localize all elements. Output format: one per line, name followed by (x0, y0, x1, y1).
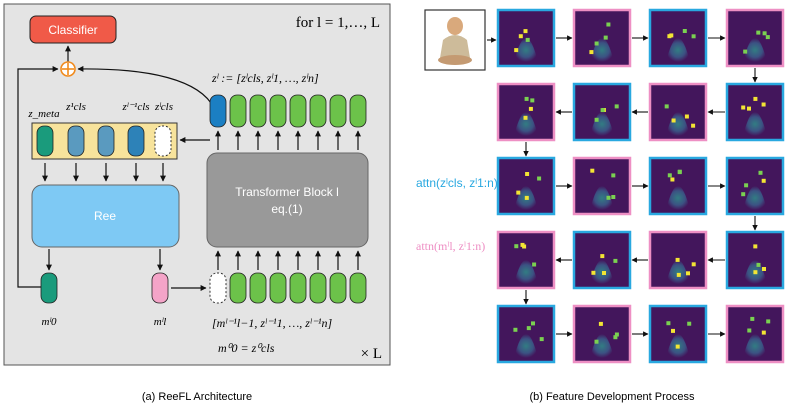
memory-token-empty (154, 125, 172, 157)
classifier-label: Classifier (48, 23, 97, 37)
attention-map (572, 156, 632, 216)
attention-map (648, 230, 708, 290)
input-tokens (209, 272, 367, 304)
attention-map (572, 304, 632, 364)
ml-token (151, 272, 169, 304)
attn-cls-label: attn(zˡcls, zˡ1:n) (416, 176, 498, 190)
panel-a: for l = 1,…, L × L Classifier z_meta z¹c… (3, 3, 391, 366)
attention-map (572, 82, 632, 142)
path-zcls-to-sum (77, 65, 215, 109)
transformer-output-arrows (215, 130, 361, 150)
memory-token-2 (97, 125, 115, 157)
attention-map (496, 82, 556, 142)
attention-map (648, 304, 708, 364)
ree-input-arrows (42, 163, 166, 182)
child-photo (438, 17, 472, 65)
attention-map (725, 82, 785, 142)
ree-block (31, 184, 180, 248)
transformer-label: Transformer Block l (235, 185, 339, 199)
loop-label: for l = 1,…, L (296, 15, 380, 31)
m0-label: mˡ0 (42, 316, 57, 328)
token-label-zmeta: z_meta (27, 108, 60, 120)
panel-b: attn(zˡcls, zˡ1:n) attn(mˡl, zˡ1:n) (416, 8, 785, 364)
memory-token-meta (36, 125, 54, 157)
token-label-zl-1cls: zˡ⁻¹cls (121, 101, 149, 113)
transformer-input-arrows (215, 250, 361, 270)
path-m0-to-sum (17, 66, 59, 288)
ree-label: Ree (94, 209, 116, 223)
attention-map (648, 82, 708, 142)
memory-token-3 (127, 125, 145, 157)
attention-map (496, 156, 556, 216)
attention-map (725, 304, 785, 364)
ml-label: mˡl (154, 316, 167, 328)
attention-map (725, 156, 785, 216)
attention-map (648, 156, 708, 216)
transformer-block (206, 152, 369, 248)
transformer-eq: eq.(1) (271, 202, 302, 216)
z-definition: zˡ := [zˡcls, zˡ1, …, zˡn] (211, 71, 319, 85)
attention-map (725, 8, 785, 68)
output-tokens (209, 94, 367, 128)
repeat-label: × L (361, 346, 382, 362)
m0-token (40, 272, 58, 304)
init-equation: m⁰0 = z⁰cls (218, 341, 275, 355)
attention-map (496, 304, 556, 364)
caption-b: (b) Feature Development Process (529, 391, 695, 403)
caption-a: (a) ReeFL Architecture (142, 391, 252, 403)
attn-m-label: attn(mˡl, zˡ1:n) (416, 239, 485, 253)
attention-map (496, 8, 556, 68)
attention-map (725, 230, 785, 290)
attention-map (572, 230, 632, 290)
attention-map (648, 8, 708, 68)
attention-maps (487, 8, 785, 364)
classifier-box (29, 15, 117, 44)
token-label-zlcls: zˡcls (154, 101, 173, 113)
attention-map (572, 8, 632, 68)
attention-map (496, 230, 556, 290)
token-label-z1cls: z¹cls (65, 101, 86, 113)
memory-token-1 (67, 125, 85, 157)
input-sequence-label: [mˡ⁻¹l−1, zˡ⁻¹1, …, zˡ⁻¹n] (212, 316, 332, 330)
